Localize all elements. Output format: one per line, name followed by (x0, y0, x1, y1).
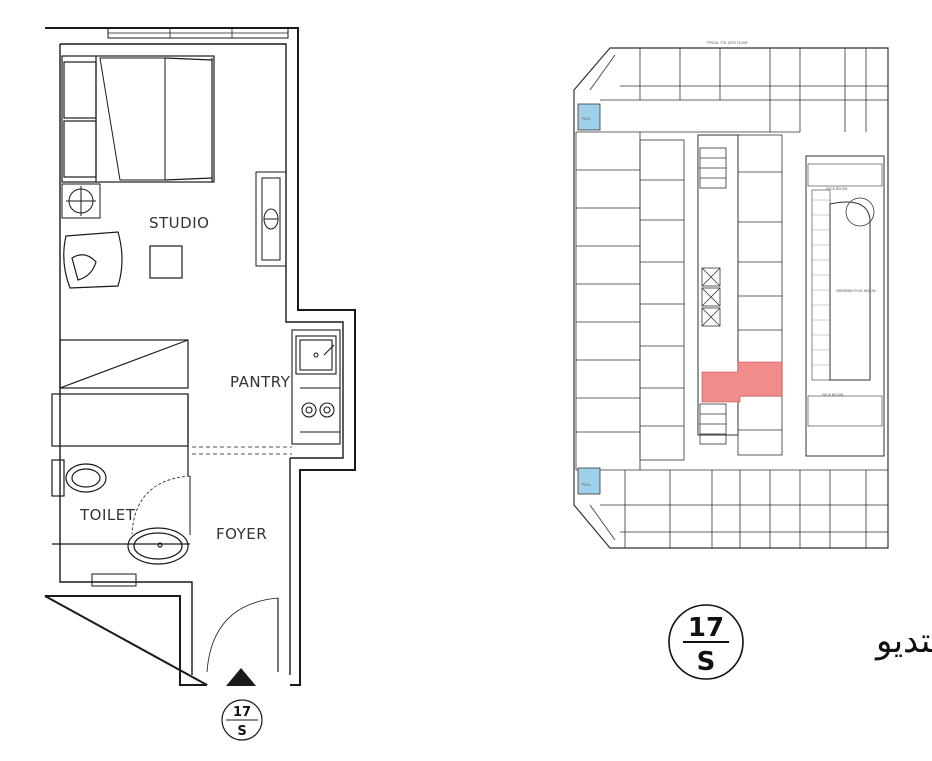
key-plan (573, 47, 889, 549)
unit-badge-small: 17 S (221, 699, 263, 741)
basin-icon (127, 527, 189, 565)
room-label-studio: STUDIO (149, 214, 209, 232)
room-label-pantry: PANTRY (230, 373, 291, 391)
unit-legend: 17 S استديو (668, 604, 932, 680)
entrance-door (206, 597, 279, 673)
pool-label-bottom: POOL (582, 483, 591, 487)
side-table (149, 245, 183, 279)
deck-hatch (812, 199, 830, 366)
armchair (63, 231, 123, 289)
deck-label-bottom: DECK BELOW (822, 393, 844, 397)
pool-icon-top (577, 103, 601, 131)
pool-deck (805, 155, 885, 457)
unit-plan (44, 27, 356, 686)
highlighted-unit (701, 361, 783, 403)
key-plan-outline (573, 47, 889, 549)
left-units (575, 132, 685, 470)
room-label-foyer: FOYER (216, 525, 267, 543)
window-bottom (91, 573, 137, 587)
bottom-unit-dividers (624, 470, 867, 548)
key-plan-title: TYPICAL 7TH-16TH FLOOR (705, 41, 748, 45)
wardrobe (59, 339, 189, 389)
mid-units (737, 134, 783, 456)
unit-badge-letter: S (237, 724, 246, 739)
kitchenette (291, 329, 341, 445)
wc-icon (51, 459, 107, 497)
toilet-door (131, 475, 191, 535)
entrance-arrow-icon (226, 668, 256, 686)
legend-number: 17 (688, 613, 724, 643)
legend-arabic-title: استديو (874, 621, 932, 661)
legend-letter: S (697, 647, 716, 677)
deck-label-top: DECK BELOW (826, 187, 848, 191)
unit-badge-number: 17 (233, 705, 251, 720)
swimming-pool-label: SWIMMING POOL BELOW (836, 289, 877, 293)
bed (61, 55, 215, 183)
toilet-walls (51, 393, 190, 545)
pool-label-top: POOL (582, 117, 591, 121)
outer-wall (44, 27, 356, 686)
tv-unit (255, 171, 287, 267)
pool-icon-bottom (577, 467, 601, 495)
inner-wall (59, 43, 344, 675)
top-unit-dividers (639, 48, 867, 132)
lamp-icon (61, 183, 101, 219)
room-label-toilet: TOILET (79, 506, 136, 524)
